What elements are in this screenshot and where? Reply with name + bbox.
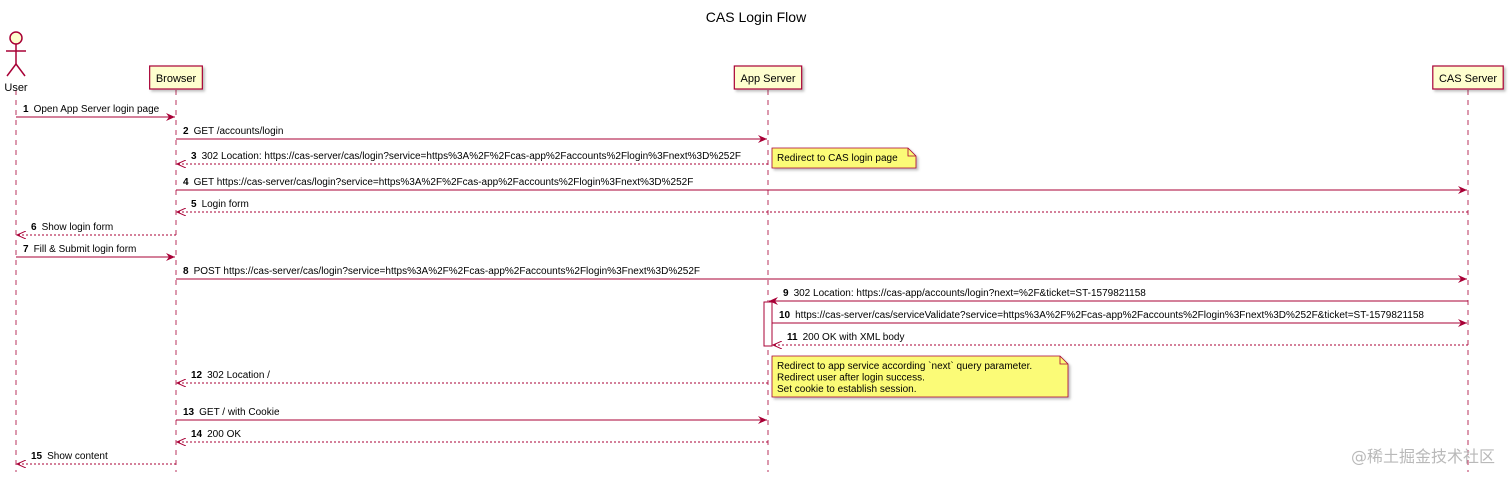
- message-number: 13: [183, 407, 195, 418]
- lifelines: [15, 90, 1469, 472]
- message-number: 2: [183, 126, 189, 137]
- participants: User Browser App Server CAS Server: [4, 31, 1504, 94]
- message-text: Open App Server login page: [34, 104, 160, 115]
- diagram-title: CAS Login Flow: [706, 9, 807, 25]
- message-text: GET /accounts/login: [194, 126, 284, 137]
- participant-browser: Browser: [149, 65, 203, 90]
- message-number: 4: [183, 177, 189, 188]
- activation-bar: [763, 301, 773, 347]
- message-4: 4 GET https://cas-server/cas/login?servic…: [176, 177, 1467, 194]
- message-9: 9 302 Location: https://cas-app/accounts/…: [769, 288, 1468, 305]
- note-line: Redirect to CAS login page: [777, 153, 898, 164]
- message-label: 2 GET /accounts/login: [183, 126, 283, 137]
- activation-bar-app-server: [763, 301, 773, 347]
- note-1: Redirect to CAS login page: [771, 147, 917, 169]
- message-15: 15 Show content: [17, 451, 176, 464]
- message-label: 4 GET https://cas-server/cas/login?servic…: [183, 177, 693, 188]
- participant-box: [733, 65, 803, 90]
- message-label: 7 Fill & Submit login form: [23, 244, 136, 255]
- message-text: Fill & Submit login form: [34, 244, 137, 255]
- message-text: 302 Location /: [207, 370, 270, 381]
- message-label: 6 Show login form: [31, 222, 113, 233]
- message-label: 15 Show content: [31, 451, 108, 462]
- message-number: 5: [191, 199, 197, 210]
- message-8: 8 POST https://cas-server/cas/login?servi…: [176, 266, 1467, 283]
- message-label: 8 POST https://cas-server/cas/login?servi…: [183, 266, 700, 277]
- user-actor-icon: [6, 31, 26, 77]
- message-text: 302 Location: https://cas-server/cas/log…: [202, 151, 741, 162]
- message-number: 10: [779, 310, 791, 321]
- message-label: 14 200 OK: [191, 429, 241, 440]
- message-text: Login form: [202, 199, 249, 210]
- participant-app: App Server: [733, 65, 803, 90]
- message-number: 11: [787, 332, 798, 343]
- message-text: 200 OK: [207, 429, 241, 440]
- participant-user: User: [4, 31, 28, 94]
- note-line: Redirect user after login success.: [777, 373, 925, 384]
- message-text: 200 OK with XML body: [803, 332, 905, 343]
- note-2: Redirect to app service according `next`…: [771, 355, 1069, 398]
- message-text: POST https://cas-server/cas/login?servic…: [194, 266, 700, 277]
- note-box: [771, 355, 1069, 398]
- message-6: 6 Show login form: [17, 222, 176, 235]
- message-number: 6: [31, 222, 37, 233]
- message-3: 3 302 Location: https://cas-server/cas/lo…: [177, 151, 768, 164]
- message-number: 15: [31, 451, 43, 462]
- participant-label: User: [4, 82, 28, 94]
- watermark: @稀土掘金技术社区: [1351, 447, 1495, 466]
- message-number: 1: [23, 104, 29, 115]
- message-5: 5 Login form: [177, 199, 1468, 212]
- message-7: 7 Fill & Submit login form: [16, 244, 175, 261]
- message-label: 13 GET / with Cookie: [183, 407, 280, 418]
- note-fold: [1059, 356, 1068, 365]
- message-1: 1 Open App Server login page: [16, 104, 175, 121]
- message-number: 3: [191, 151, 197, 162]
- message-number: 9: [783, 288, 789, 299]
- note-line: Redirect to app service according `next`…: [777, 360, 1032, 372]
- participant-label: App Server: [740, 73, 795, 85]
- note-fold: [907, 148, 916, 157]
- note-line: Set cookie to establish session.: [777, 384, 917, 395]
- message-10: 10 https://cas-server/cas/serviceValidate…: [772, 310, 1467, 327]
- message-text: GET https://cas-server/cas/login?service…: [194, 177, 694, 188]
- message-text: Show content: [47, 451, 108, 462]
- participant-label: Browser: [156, 73, 197, 85]
- participant-box: [1432, 65, 1504, 90]
- message-text: GET / with Cookie: [199, 407, 280, 418]
- message-label: 3 302 Location: https://cas-server/cas/lo…: [191, 151, 741, 162]
- note-box: [771, 147, 917, 169]
- message-label: 12 302 Location /: [191, 370, 270, 381]
- participant-box: [149, 65, 203, 90]
- message-label: 9 302 Location: https://cas-app/accounts/…: [783, 288, 1146, 299]
- message-text: 302 Location: https://cas-app/accounts/l…: [794, 288, 1147, 299]
- participant-label: CAS Server: [1439, 73, 1497, 85]
- message-11: 11 200 OK with XML body: [773, 332, 1468, 345]
- message-13: 13 GET / with Cookie: [176, 407, 767, 424]
- message-number: 14: [191, 429, 203, 440]
- message-label: 1 Open App Server login page: [23, 104, 160, 115]
- participant-cas: CAS Server: [1432, 65, 1504, 90]
- message-12: 12 302 Location /: [177, 370, 768, 383]
- message-label: 10 https://cas-server/cas/serviceValidate…: [779, 310, 1424, 321]
- message-text: https://cas-server/cas/serviceValidate?s…: [795, 310, 1424, 321]
- message-2: 2 GET /accounts/login: [176, 126, 767, 143]
- message-number: 8: [183, 266, 189, 277]
- message-label: 5 Login form: [191, 199, 249, 210]
- message-number: 12: [191, 370, 203, 381]
- messages: 1 Open App Server login page 2 GET /account…: [16, 104, 1468, 464]
- message-number: 7: [23, 244, 29, 255]
- message-14: 14 200 OK: [177, 429, 768, 442]
- message-label: 11 200 OK with XML body: [787, 332, 904, 343]
- message-text: Show login form: [42, 222, 114, 233]
